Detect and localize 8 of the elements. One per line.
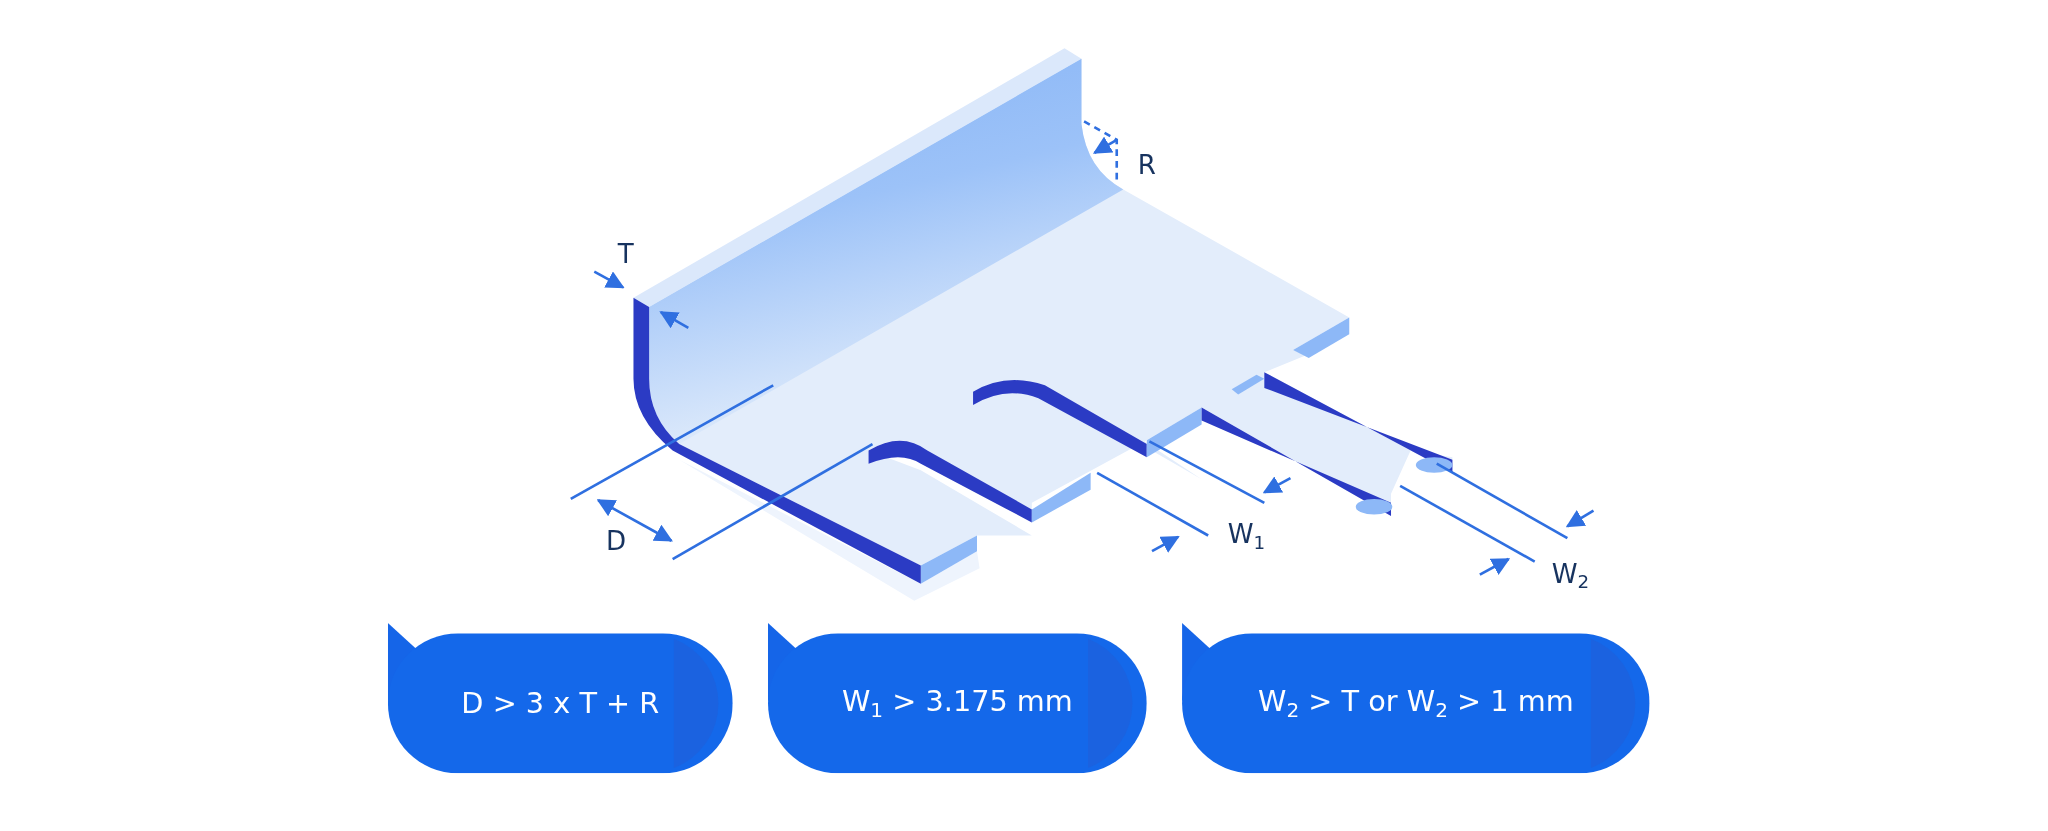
dimension-label: T [617,239,634,268]
dimension-label: R [1137,150,1156,179]
rule-text: W$_{1}$ > 3.175 mm [841,684,1073,722]
dimension-label: D [606,526,627,556]
dimension-label: W$_{2}$ [1551,559,1590,594]
dimension-label: W$_{1}$ [1227,519,1266,555]
rule-text: W$_{2}$ > T or W$_{2}$ > 1 mm [1257,684,1574,722]
rule-text: D > 3 x T + R [461,687,660,720]
